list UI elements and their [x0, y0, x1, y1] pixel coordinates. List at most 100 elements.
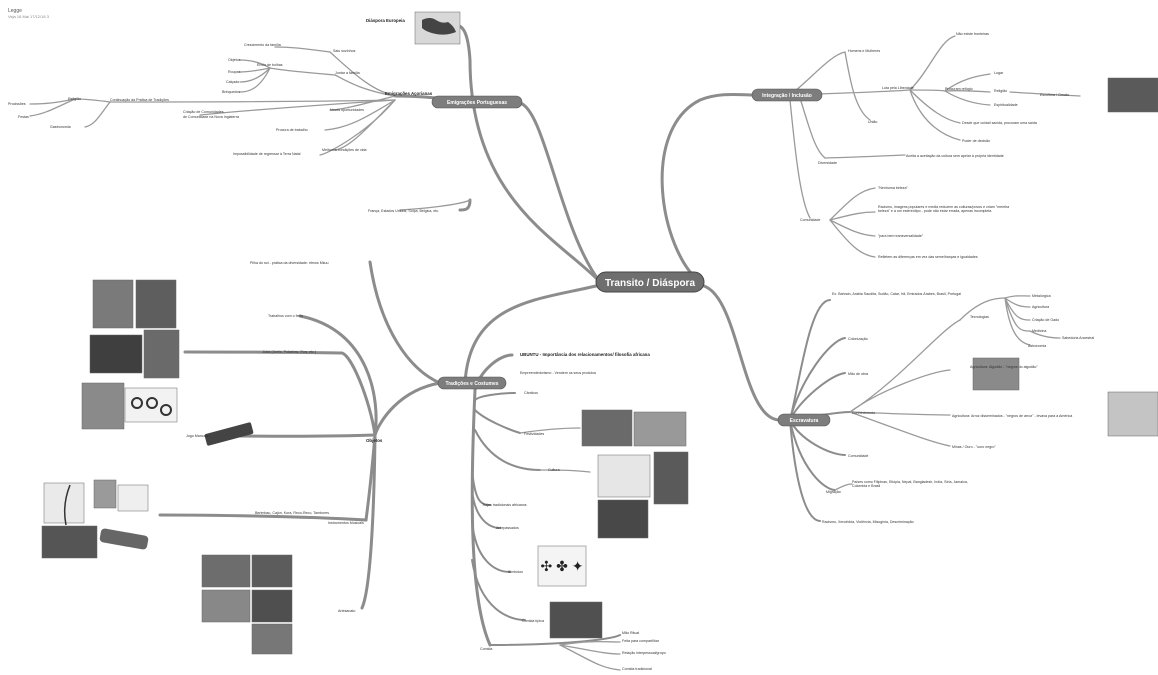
- svg-text:Escravatura: Escravatura: [790, 418, 819, 424]
- node-algodao: Agricultura: Algodão - "negros do algodã…: [970, 365, 1038, 369]
- basket-photo: [201, 554, 251, 588]
- node-festas: Festas: [18, 115, 29, 119]
- branch-tradicoes[interactable]: Tradições e Costumes: [437, 376, 507, 390]
- node-artesanato: Artesanato: [338, 609, 355, 613]
- child-portrait-photo: [143, 329, 180, 379]
- integ-labels: Homens e Mulheres Não existe fronteiras …: [800, 32, 1069, 259]
- photo-placeholders: ✣ ✤ ✦: [41, 11, 1158, 655]
- node-canticos: Cânticos: [524, 391, 538, 395]
- node-desde: Desde que ocidail sacida, procuram uma s…: [962, 121, 1037, 125]
- node-refletem: Refletem as diferenças em vez das semelh…: [878, 255, 978, 259]
- node-espiritualidade: Espiritualidade: [994, 103, 1018, 107]
- node-feita: Feita para compartilhar: [622, 639, 660, 643]
- symbols-glyphs: ✣ ✤ ✦: [541, 558, 584, 574]
- node-franca: França, Estados Unidos, Suíça, Bélgica, …: [368, 209, 439, 213]
- crafts-photo: [251, 589, 293, 623]
- node-ubuntu: UBUNTU - Importância dos relacionamentos…: [520, 352, 650, 357]
- cotton-workers-photo: [972, 357, 1020, 391]
- node-racismo-integ: Racismo, imagens populares e media reduz…: [878, 205, 1009, 213]
- node-brinquedos: Brinquedos: [222, 90, 240, 94]
- node-pilha-sol: Pilha do sol - prática da diversidade: r…: [250, 261, 329, 265]
- node-criacao-2: de Comunidade na Nova Inglaterra: [183, 115, 239, 119]
- node-metalurgica: Metalúrgica: [1032, 294, 1051, 298]
- node-paises-2: Países como Filipinas, Etiópia, Nepal, B…: [852, 480, 968, 488]
- rice-field-photo: [1107, 391, 1158, 437]
- node-comida: Comida: [480, 647, 492, 651]
- node-relacao: Relação interpessoal/grupo: [622, 651, 666, 655]
- node-lugar: Lugar: [994, 71, 1004, 75]
- node-medicina: Medicina: [1032, 329, 1046, 333]
- node-religiao: Religião: [994, 89, 1007, 93]
- node-mao-obra: Mão de obra: [848, 372, 868, 376]
- node-roupas: Roupas: [228, 70, 241, 74]
- rattle-photo: [117, 484, 149, 512]
- node-novas-oportunidades: Novas oportunidades: [330, 108, 364, 112]
- rainstick-photo: [99, 528, 149, 550]
- main-edges: [158, 23, 851, 647]
- node-uniao: União: [868, 120, 877, 124]
- node-saiu-sozinhos: Saiu sozinhos: [333, 49, 356, 53]
- node-diaspora-europeia: Diáspora Europeia: [366, 18, 405, 23]
- node-procura-trabalho: Procura de trabalho: [276, 128, 308, 132]
- branch-escravatura[interactable]: Escravatura: [777, 413, 831, 427]
- node-luta: Luta pela Liberdade: [882, 86, 914, 90]
- node-aceitacao: Aceita a aceitação da cultura sem apelar…: [906, 154, 1004, 158]
- branch-emigracoes[interactable]: Emigrações Portuguesas: [431, 95, 523, 109]
- refugees-photo: [1107, 77, 1158, 113]
- mancala-board-photo: [204, 422, 254, 446]
- bead-jewelry-photo: [92, 279, 134, 329]
- craftsman-photo: [251, 623, 293, 655]
- node-melhores-condicoes: Melhores condições de vida: [322, 148, 367, 152]
- traditional-food-photo: [549, 601, 603, 639]
- node-nao-existe: Não existe fronteiras: [956, 32, 989, 36]
- traditional-costumes-photo: [597, 454, 651, 498]
- center-node[interactable]: Transito / Diáspora: [595, 271, 705, 293]
- node-gastronomia: Gastronomia: [50, 125, 71, 129]
- node-religiao: Religião: [68, 97, 81, 101]
- node-calcado: Calçado: [226, 80, 239, 84]
- node-comida-tipica: Comida típica: [522, 619, 544, 623]
- vases-photo: [201, 589, 251, 623]
- node-festividades: Festividades: [524, 432, 544, 436]
- node-continuacao: Continuação da Prática de Tradições: [110, 98, 169, 102]
- svg-text:Emigrações Portuguesas: Emigrações Portuguesas: [447, 100, 507, 106]
- node-comida-tradicional: Comida tradicional: [622, 667, 652, 671]
- map-subtitle: Veja 16 Mai 17/12/18 3: [8, 14, 49, 19]
- node-empreendedorismo: Empreendedorismo - Vendem os seus produt…: [520, 371, 596, 375]
- node-procissoes: Procissões: [8, 102, 26, 106]
- node-nenhuma-beleza: "Nenhuma beleza": [878, 186, 908, 190]
- node-cultura: Cultura: [548, 468, 560, 472]
- trad-labels: Pilha do sol - prática da diversidade: r…: [186, 261, 666, 671]
- node-arroz: Agricultura: Arroz disseminados - "negro…: [952, 414, 1072, 418]
- node-berimbau: Berimbau, Cajón, Kora, Reco-Reco, Tambor…: [255, 511, 329, 515]
- shakers-photo: [41, 525, 98, 559]
- node-escultura: Escultura / Ornato: [1040, 93, 1069, 97]
- costume-portrait-photo: [653, 451, 689, 505]
- map-title: Legge: [8, 8, 22, 14]
- node-astronomia: Astronomia: [1028, 344, 1046, 348]
- node-impossibilidade: Impossibilidade de regressar à Terra Nat…: [233, 152, 301, 156]
- jewelry-pile-photo: [89, 334, 143, 374]
- node-instrumentos: Instrumentos Musicais: [328, 521, 364, 525]
- wooden-figures-photo: [81, 382, 125, 430]
- node-juntar: Juntar a família: [335, 71, 360, 75]
- secondary-edges: [29, 35, 1081, 473]
- escr-labels: Ex. Bahrain, Arábia Saudita, Sudão, Cata…: [822, 292, 1094, 524]
- node-procuram: Procuram refúgio: [945, 87, 973, 91]
- node-objetos: Objetos: [366, 438, 383, 443]
- node-criacao: Criação de Comunidades: [183, 110, 224, 114]
- ceremony-photo: [597, 499, 649, 539]
- node-envio: Envio de bolhas: [257, 63, 283, 67]
- node-crescimento: Crescimento da família: [244, 43, 281, 47]
- port-labels: Diáspora Europeia Emigrações Açorianas F…: [8, 18, 439, 213]
- node-jogo-mancala: Jogo Mancala: [186, 434, 208, 438]
- festival-photo-2: [633, 411, 687, 447]
- node-sabedoria: Sabedoria Ancestral: [1062, 336, 1094, 340]
- svg-text:Transito / Diáspora: Transito / Diáspora: [605, 278, 695, 289]
- node-comunidade: Comunidade: [800, 218, 820, 222]
- branch-integracao[interactable]: Integração / Inclusão: [751, 88, 823, 102]
- node-migracao: Migração: [826, 490, 841, 494]
- node-colonizacao: Colonização: [848, 337, 868, 341]
- node-objetos: Objetos: [228, 58, 241, 62]
